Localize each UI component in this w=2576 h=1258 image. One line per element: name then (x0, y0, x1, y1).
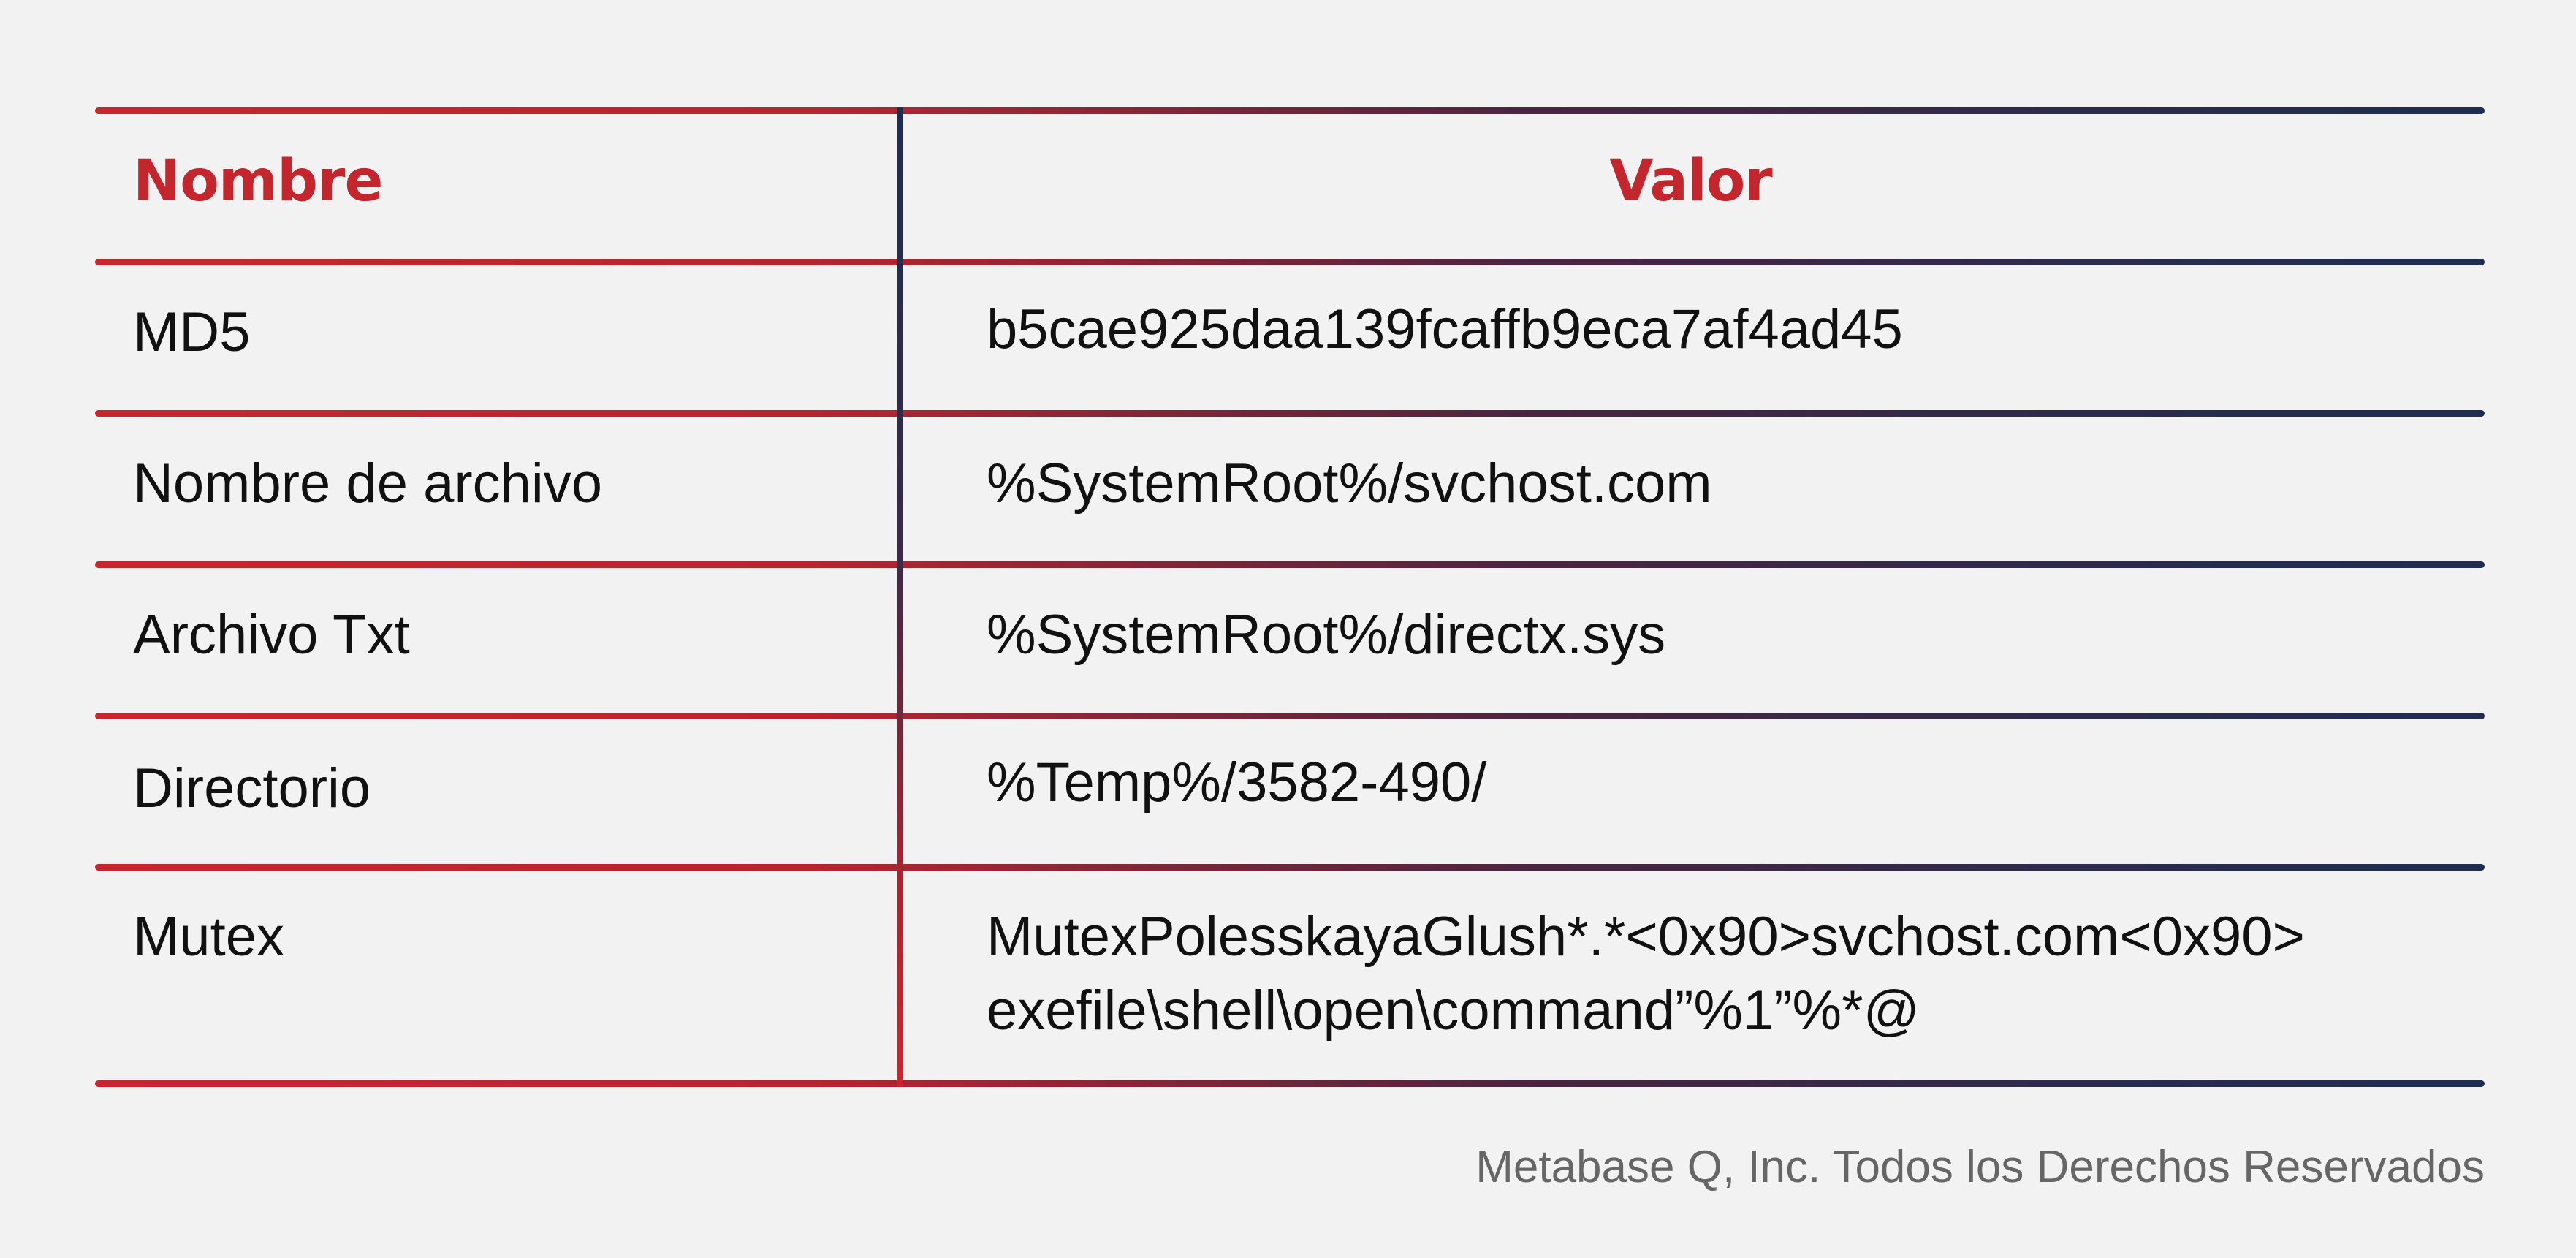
table-column-divider (897, 107, 903, 1087)
table-cell-value: %SystemRoot%/svchost.com (987, 452, 1712, 515)
table-rule-top (95, 107, 2485, 114)
table-cell-value-line-1: MutexPolesskayaGlush*.*<0x90>svchost.com… (987, 906, 2305, 968)
table-cell-value: %SystemRoot%/directx.sys (987, 604, 1666, 666)
column-header-name: Nombre (133, 148, 383, 214)
table-rule-header (95, 259, 2485, 265)
table-cell-name: MD5 (133, 301, 251, 363)
table-cell-value-line-2: exefile\shell\open\command”%1”%*@ (987, 980, 1920, 1042)
table-cell-name: Archivo Txt (133, 604, 410, 666)
table-cell-name: Directorio (133, 757, 371, 819)
column-header-value: Valor (1609, 148, 1773, 214)
table-cell-name: Nombre de archivo (133, 452, 603, 515)
table-rule-row-4 (95, 864, 2485, 871)
copyright-footer: Metabase Q, Inc. Todos los Derechos Rese… (1475, 1142, 2485, 1192)
table-rule-row-3 (95, 713, 2485, 719)
table-rule-row-2 (95, 561, 2485, 568)
table-cell-value: %Temp%/3582-490/ (987, 751, 1487, 814)
table-rule-bottom (95, 1080, 2485, 1087)
ioc-table: Nombre Valor MD5 b5cae925daa139fcaffb9ec… (95, 107, 2485, 1087)
table-rule-row-1 (95, 410, 2485, 417)
table-cell-name: Mutex (133, 906, 284, 968)
table-cell-value: b5cae925daa139fcaffb9eca7af4ad45 (987, 298, 1903, 360)
